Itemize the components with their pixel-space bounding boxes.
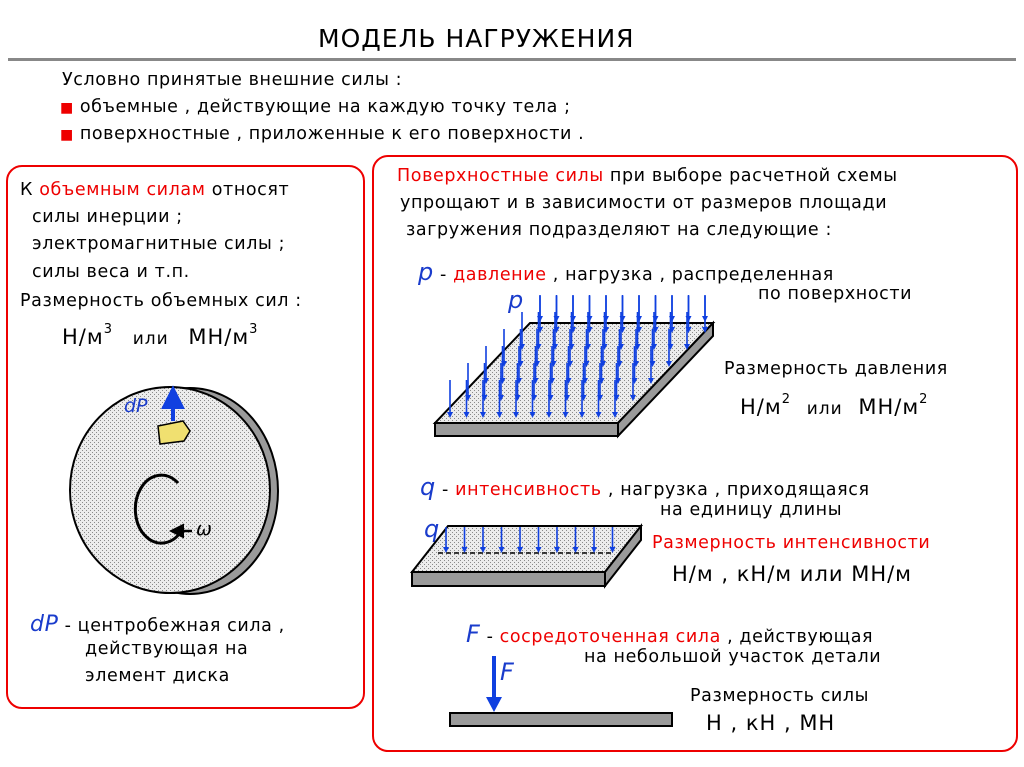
concentrated-term: сосредоточенная сила <box>499 627 721 647</box>
disc-force-label: dP <box>124 395 148 417</box>
load-arrowhead-icon <box>546 412 552 418</box>
intensity-term: интенсивность <box>455 480 602 500</box>
load-arrowhead-icon <box>529 412 536 418</box>
load-arrowhead-icon <box>480 412 486 418</box>
rotation-arc <box>133 473 185 545</box>
bullet-icon: ■ <box>60 100 74 116</box>
load-arrowhead-icon <box>669 316 675 322</box>
load-arrowhead-icon <box>603 316 609 322</box>
force-dimension-label: Размерность силы <box>690 686 870 706</box>
surface-intro-line3: загружения подразделяют на следующие : <box>406 220 832 240</box>
load-arrowhead-icon <box>537 316 543 322</box>
concentrated-heading: F - сосредоточенная сила , действующая <box>466 620 874 648</box>
centrifugal-caption-line1: dP - центробежная сила , <box>30 612 285 637</box>
load-arrowhead-icon <box>496 412 503 418</box>
intro-bullet-2: ■поверхностные , приложенные к его повер… <box>60 124 585 144</box>
centrifugal-caption-line2: действующая на <box>85 639 249 659</box>
load-arrowhead-icon <box>636 316 642 322</box>
load-arrowhead-icon <box>586 316 593 322</box>
surface-intro-line2: упрощают и в зависимости от размеров пло… <box>400 193 888 213</box>
concentrated-desc-line2: на небольшой участок детали <box>584 647 882 667</box>
intensity-plate-label: q <box>424 515 440 543</box>
intensity-plate-side <box>604 523 642 589</box>
volume-force-item: электромагнитные силы ; <box>32 234 286 254</box>
load-arrowhead-icon <box>648 378 654 384</box>
load-arrowhead-icon <box>702 316 708 322</box>
surface-forces-panel <box>372 155 1018 752</box>
force-arrow-icon <box>486 697 502 712</box>
surface-intro-line1: Поверхностные силы при выборе расчетной … <box>397 166 898 186</box>
load-arrowhead-icon <box>572 547 579 553</box>
concentrated-arrow-label: F <box>500 658 514 686</box>
volume-force-item: силы веса и т.п. <box>32 262 190 282</box>
load-arrowhead-icon <box>684 344 690 350</box>
title-divider <box>8 58 1016 61</box>
load-arrowhead-icon <box>513 412 519 418</box>
centrifugal-caption-line3: элемент диска <box>85 666 230 686</box>
load-arrowhead-icon <box>619 316 626 322</box>
load-arrowhead-icon <box>463 412 470 418</box>
pressure-symbol: p <box>418 258 434 286</box>
pressure-plate-label: p <box>508 286 524 314</box>
intensity-heading: q - интенсивность , нагрузка , приходяща… <box>420 473 870 501</box>
load-arrowhead-icon <box>570 316 576 322</box>
pressure-dimension-label: Размерность давления <box>724 359 948 379</box>
intensity-symbol: q <box>420 473 436 501</box>
page-title: МОДЕЛЬ НАГРУЖЕНИЯ <box>318 24 635 53</box>
disc-element <box>157 420 191 445</box>
load-arrowhead-icon <box>498 547 505 553</box>
load-arrowhead-icon <box>591 547 597 553</box>
volume-forces-term: объемным силам <box>39 180 206 200</box>
load-arrowhead-icon <box>652 316 659 322</box>
bullet-icon: ■ <box>60 127 74 143</box>
intensity-desc-line2: на единицу длины <box>660 500 843 520</box>
load-arrowhead-icon <box>702 327 708 333</box>
concentrated-symbol: F <box>466 620 481 648</box>
volume-forces-line1: К объемным силам относят <box>20 180 290 200</box>
load-arrowhead-icon <box>630 395 636 401</box>
load-arrowhead-icon <box>535 547 542 553</box>
pressure-heading: p - давление , нагрузка , распределенная <box>418 258 834 286</box>
force-units: Н , кН , МН <box>706 711 836 735</box>
pressure-desc-line2: по поверхности <box>758 284 913 304</box>
beam <box>449 712 673 727</box>
load-arrowhead-icon <box>562 412 569 418</box>
surface-forces-term: Поверхностные силы <box>397 166 604 186</box>
load-arrowhead-icon <box>447 412 453 418</box>
intensity-dimension-label: Размерность интенсивности <box>652 533 931 553</box>
load-arrowhead-icon <box>480 547 486 553</box>
pressure-arrows <box>447 295 708 418</box>
pressure-plate-side <box>617 320 714 439</box>
load-arrowhead-icon <box>553 316 560 322</box>
load-arrowhead-icon <box>461 547 468 553</box>
caption-symbol: dP <box>30 612 59 637</box>
pressure-term: давление <box>453 265 547 285</box>
load-arrowhead-icon <box>609 547 616 553</box>
load-arrowhead-icon <box>595 412 602 418</box>
load-arrowhead-icon <box>685 316 692 322</box>
load-arrowhead-icon <box>443 547 449 553</box>
load-arrowhead-icon <box>517 547 523 553</box>
intro-bullet-1: ■объемные , действующие на каждую точку … <box>60 97 571 117</box>
pressure-units: Н/м2 или МН/м2 <box>740 392 929 419</box>
load-arrowhead-icon <box>666 361 672 367</box>
omega-label: ω <box>196 518 212 540</box>
load-arrowhead-icon <box>554 547 560 553</box>
volume-units: Н/м3 или МН/м3 <box>62 322 259 349</box>
load-arrowhead-icon <box>612 412 618 418</box>
intensity-units: Н/м , кН/м или МН/м <box>672 562 913 586</box>
volume-dimension-label: Размерность объемных сил : <box>20 291 302 311</box>
intro-heading: Условно принятые внешние силы : <box>62 70 403 90</box>
volume-force-item: силы инерции ; <box>32 207 183 227</box>
load-arrowhead-icon <box>579 412 585 418</box>
intensity-arrows <box>443 527 616 553</box>
